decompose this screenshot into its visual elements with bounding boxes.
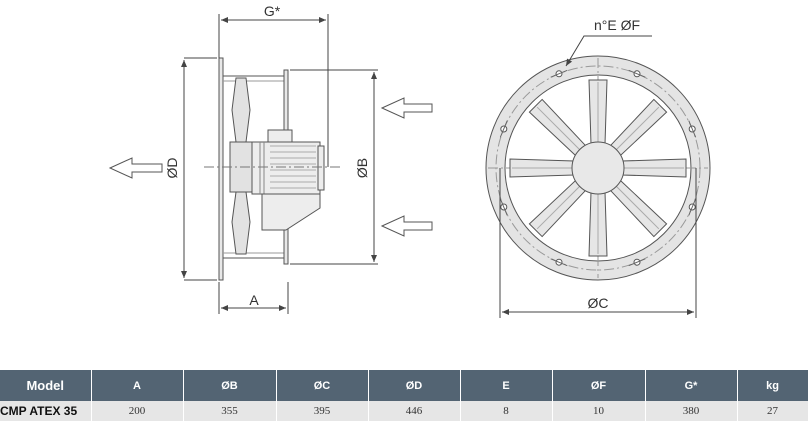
outlet-arrow-icon [108,157,163,179]
header-kg: kg [737,370,808,401]
hole-centerline [550,69,568,78]
header-diameter-d: ØD [368,370,461,401]
cell-e: 8 [460,401,553,421]
hole-centerline [688,120,697,138]
header-diameter-f: ØF [552,370,646,401]
label-dim-a: A [249,292,259,308]
cell-diameter-f: 10 [552,401,646,421]
cell-diameter-b: 355 [183,401,277,421]
hole-centerline [628,69,646,78]
label-holes: n°E ØF [594,17,640,33]
side-view-dimensions [181,14,378,314]
front-view [485,55,711,281]
label-g-star: G* [264,3,281,19]
airflow-arrows [108,97,433,237]
fan-technical-drawing: G* ØD ØB A ØC n°E ØF [108,3,711,318]
front-view-dimensions [499,35,697,318]
inlet-arrow-upper-icon [380,97,433,119]
spec-table: Model A ØB ØC ØD E ØF G* kg CMP ATEX 35 … [0,370,808,421]
header-g-star: G* [645,370,738,401]
label-diameter-b: ØB [354,158,370,178]
table-row: CMP ATEX 35 200 355 395 446 8 10 380 27 [0,401,808,421]
hole-centerline [550,258,568,267]
inlet-arrow-lower-icon [380,215,433,237]
impeller-blade [588,79,608,145]
mounting-holes [499,69,697,267]
hole-centerline [499,198,508,216]
header-diameter-c: ØC [276,370,369,401]
hole-centerline [499,120,508,138]
cell-diameter-d: 446 [368,401,461,421]
cell-diameter-c: 395 [276,401,369,421]
table-header-row: Model A ØB ØC ØD E ØF G* kg [0,370,808,401]
hole-centerline [628,258,646,267]
cell-a: 200 [91,401,184,421]
hole-centerline [688,198,697,216]
label-diameter-d: ØD [164,158,180,179]
header-a: A [91,370,184,401]
cell-g-star: 380 [645,401,738,421]
impeller-blade [621,158,687,178]
impeller-blade [509,158,575,178]
impeller-blade [588,191,608,257]
impeller-blades [509,79,687,257]
cell-kg: 27 [737,401,808,421]
header-e: E [460,370,553,401]
side-view [204,57,342,281]
header-diameter-b: ØB [183,370,277,401]
header-model: Model [0,370,92,401]
label-diameter-c: ØC [588,295,609,311]
cell-model: CMP ATEX 35 [0,401,92,421]
